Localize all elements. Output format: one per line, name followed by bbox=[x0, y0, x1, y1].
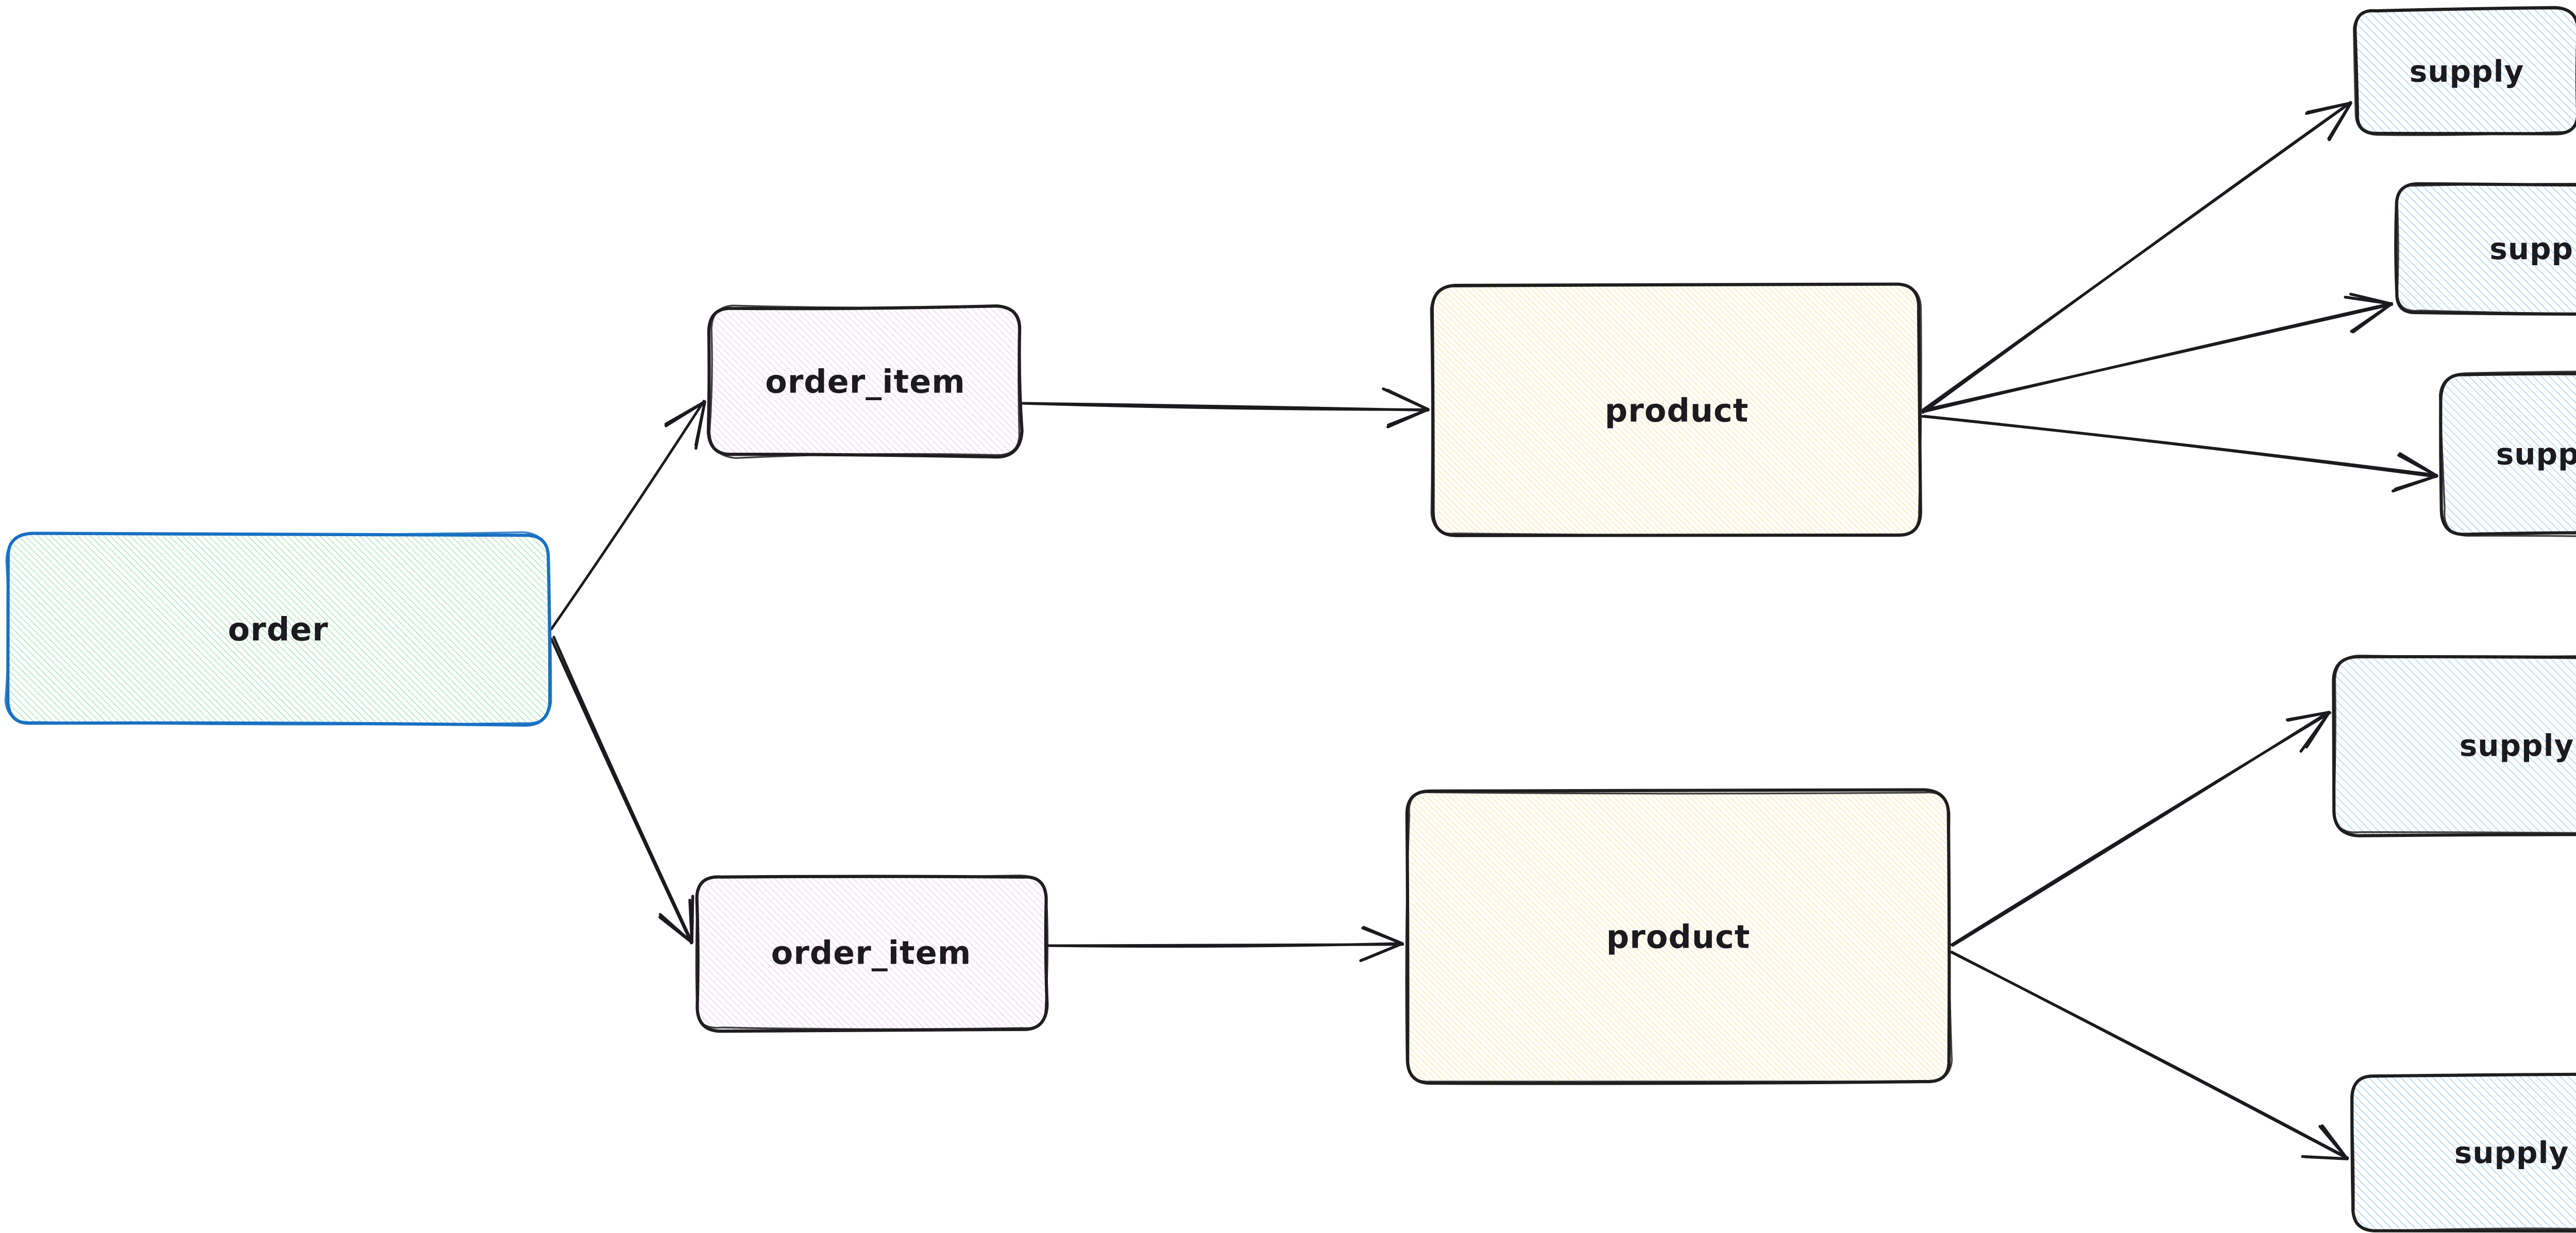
node-label-supply_1: supply bbox=[2410, 54, 2524, 89]
node-outline bbox=[2394, 182, 2576, 316]
arrowhead-icon bbox=[2391, 454, 2438, 493]
node-label-supply_4: supply bbox=[2460, 728, 2574, 763]
node-supply_3[interactable]: supply bbox=[2438, 370, 2576, 537]
node-product_top[interactable]: product bbox=[1430, 282, 1922, 537]
node-label-order_item_top: order_item bbox=[765, 363, 965, 401]
node-fill-hatch bbox=[696, 875, 1046, 1031]
node-fill-hatch bbox=[2440, 372, 2576, 534]
nodes-layer: orderorder_itemorder_itemproductproducts… bbox=[4, 6, 2576, 1233]
node-outline bbox=[2332, 655, 2576, 837]
node-outline bbox=[2333, 655, 2576, 834]
edge-product_top-to-supply_3 bbox=[1921, 415, 2438, 493]
node-supply_1[interactable]: supply bbox=[2352, 6, 2576, 136]
arrowhead-icon bbox=[2286, 711, 2331, 753]
node-outline bbox=[2350, 1072, 2576, 1233]
arrowhead-icon bbox=[2301, 1125, 2349, 1160]
edge-stroke bbox=[550, 638, 693, 945]
edge-stroke bbox=[1950, 950, 2349, 1160]
node-label-supply_5: supply bbox=[2454, 1135, 2569, 1170]
node-outline bbox=[2350, 1074, 2576, 1232]
node-outline bbox=[2352, 7, 2576, 136]
edge-order_item_bottom-to-product_bottom bbox=[1045, 926, 1404, 962]
node-supply_5[interactable]: supply bbox=[2350, 1072, 2576, 1233]
node-supply_4[interactable]: supply bbox=[2332, 655, 2576, 837]
node-fill-hatch bbox=[708, 307, 1022, 457]
node-outline bbox=[2353, 6, 2576, 135]
node-order_item_top[interactable]: order_item bbox=[706, 304, 1024, 459]
node-label-order_item_bottom: order_item bbox=[771, 934, 972, 972]
node-outline bbox=[2396, 183, 2576, 315]
arrowhead-icon bbox=[664, 400, 706, 450]
edge-product_bottom-to-supply_5 bbox=[1950, 950, 2349, 1160]
node-label-order: order bbox=[228, 611, 328, 648]
node-outline bbox=[695, 875, 1049, 1030]
node-outline bbox=[708, 304, 1020, 459]
node-fill-hatch bbox=[2396, 184, 2576, 315]
node-label-product_top: product bbox=[1605, 392, 1749, 430]
node-outline bbox=[1430, 283, 1922, 537]
edge-stroke bbox=[1021, 402, 1430, 412]
node-label-supply_3: supply bbox=[2496, 437, 2576, 472]
node-label-product_bottom: product bbox=[1606, 918, 1750, 956]
arrowhead-icon bbox=[1359, 926, 1404, 962]
node-fill-hatch bbox=[8, 534, 550, 724]
node-product_bottom[interactable]: product bbox=[1405, 788, 1953, 1085]
node-fill-hatch bbox=[1407, 790, 1951, 1083]
edge-stroke bbox=[552, 636, 694, 944]
arrowhead-icon bbox=[658, 898, 693, 944]
edge-product_top-to-supply_2 bbox=[1922, 293, 2394, 413]
node-supply_2[interactable]: supply bbox=[2394, 182, 2576, 316]
edge-product_bottom-to-supply_4 bbox=[1950, 711, 2332, 947]
edge-product_top-to-supply_1 bbox=[1921, 101, 2352, 414]
node-fill-hatch bbox=[1432, 284, 1921, 537]
arrowhead-icon bbox=[2344, 296, 2393, 334]
edge-stroke bbox=[1922, 303, 2394, 412]
edge-stroke bbox=[1950, 711, 2332, 946]
edge-stroke bbox=[1045, 942, 1403, 948]
node-outline bbox=[4, 531, 552, 726]
arrowhead-icon bbox=[1386, 388, 1430, 429]
arrowhead-icon bbox=[2305, 101, 2352, 142]
edge-order-to-order_item_top bbox=[550, 400, 706, 630]
node-fill-hatch bbox=[2355, 8, 2576, 134]
node-order[interactable]: order bbox=[4, 531, 552, 727]
node-outline bbox=[2438, 370, 2576, 537]
node-outline bbox=[1405, 791, 1953, 1083]
edge-stroke bbox=[1921, 415, 2437, 478]
edge-stroke bbox=[1921, 101, 2352, 412]
edge-stroke bbox=[550, 400, 705, 630]
node-label-supply_2: supply bbox=[2489, 231, 2576, 266]
edge-order-to-order_item_bottom bbox=[550, 636, 694, 945]
node-fill-hatch bbox=[2351, 1074, 2576, 1231]
node-order_item_bottom[interactable]: order_item bbox=[695, 875, 1049, 1033]
node-fill-hatch bbox=[2334, 656, 2576, 834]
edges-layer bbox=[550, 101, 2438, 1160]
node-outline bbox=[2439, 372, 2576, 536]
edge-order_item_top-to-product_top bbox=[1021, 387, 1430, 429]
